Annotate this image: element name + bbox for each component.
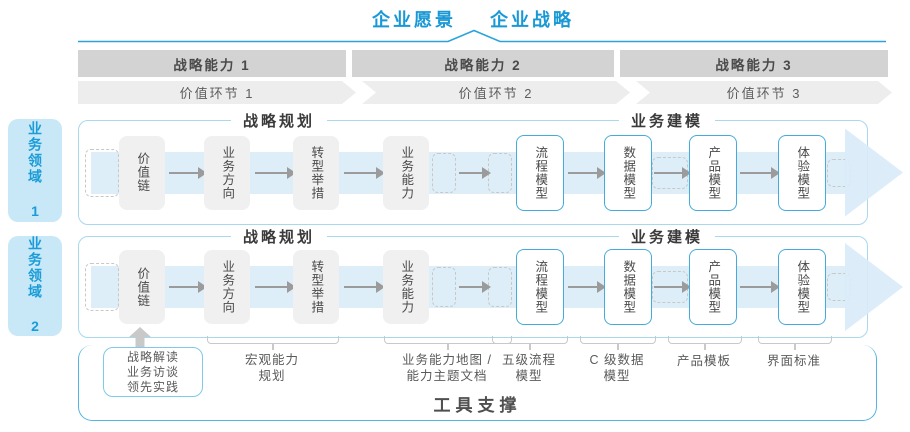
flow-arrow-icon — [568, 166, 606, 179]
placeholder-box — [432, 152, 456, 193]
flow-box-data-model: 数据模型 — [604, 249, 652, 325]
flow-box-process-model: 流程模型 — [516, 249, 564, 325]
brace-ui-standard — [758, 336, 832, 350]
flow-arrow-icon — [255, 166, 296, 179]
flow-arrow-icon — [654, 281, 691, 293]
domain-label-1: 业务领域 1 — [8, 119, 62, 222]
flow-arrow-icon — [344, 166, 385, 179]
flow-arrow-icon — [568, 281, 606, 293]
section-header-modeling: 业务建模 — [618, 110, 716, 131]
brace-process-model — [492, 336, 568, 350]
placeholder-box — [488, 267, 512, 307]
business-domain-row-2: 战略规划 业务建模 价值链 业务方向 转型举措 业务能力 流程模型 数据模型 产… — [78, 226, 903, 338]
flow-box-business-direction: 业务方向 — [204, 135, 250, 210]
practice-line: 领先实践 — [126, 379, 179, 394]
vision-peak-line — [78, 29, 886, 43]
practice-line: 战略解读 — [126, 349, 179, 364]
tool-support-title: 工具支撑 — [433, 396, 522, 415]
flow-arrow-icon — [169, 281, 207, 293]
flow-arrow-icon — [654, 166, 691, 179]
value-link-chevron-1: 价值环节 1 — [78, 81, 356, 104]
capability-bar-3: 战略能力 3 — [620, 50, 888, 77]
annotation-product-template: 产品模板 — [676, 354, 732, 368]
annotation-process-model: 五级流程 模型 — [501, 353, 557, 383]
flow-arrow-icon — [255, 281, 296, 293]
flow-arrow-icon — [169, 166, 207, 179]
section-header-planning: 战略规划 — [230, 226, 328, 247]
capability-bar-2: 战略能力 2 — [352, 50, 614, 77]
flow-box-product-model: 产品模型 — [689, 249, 737, 325]
flow-box-transformation: 转型举措 — [293, 135, 339, 210]
brace-product-template — [668, 336, 742, 350]
flow-arrow-icon — [740, 166, 780, 179]
placeholder-box — [432, 267, 456, 307]
flow-arrow-icon — [459, 281, 491, 293]
flow-arrow-icon — [459, 166, 491, 179]
flow-box-business-direction: 业务方向 — [204, 250, 250, 324]
flow-arrow-icon — [344, 281, 385, 293]
flow-arrowhead-icon — [845, 128, 903, 217]
flow-box-transformation: 转型举措 — [293, 250, 339, 324]
flow-box-product-model: 产品模型 — [689, 134, 737, 211]
brace-data-model — [580, 336, 656, 350]
business-domain-row-1: 战略规划 业务建模 价值链 业务方向 转型举措 业务能力 流程模型 数据模型 产… — [78, 110, 903, 225]
placeholder-box — [85, 263, 119, 311]
flow-box-value-chain: 价值链 — [119, 135, 165, 210]
capability-bar-1: 战略能力 1 — [78, 50, 346, 77]
flow-box-experience-model: 体验模型 — [778, 249, 826, 325]
flow-arrow-icon — [740, 281, 780, 293]
section-header-modeling: 业务建模 — [618, 226, 716, 247]
brace-capability-map — [384, 336, 512, 350]
title-strategy: 企业战略 — [490, 10, 574, 30]
annotation-macro-capability: 宏观能力 规划 — [244, 353, 300, 383]
domain-label-2: 业务领域 2 — [8, 236, 62, 336]
annotation-data-model: C 级数据 模型 — [589, 353, 645, 383]
flow-box-value-chain: 价值链 — [119, 250, 165, 324]
flow-box-process-model: 流程模型 — [516, 134, 564, 211]
practice-line: 业务访谈 — [126, 364, 179, 379]
annotation-ui-standard: 界面标准 — [766, 354, 822, 368]
practice-box: 战略解读 业务访谈 领先实践 — [103, 347, 203, 397]
value-link-chevron-3: 价值环节 3 — [636, 81, 892, 104]
placeholder-box — [85, 148, 119, 197]
brace-macro-capability — [207, 336, 339, 350]
flow-arrowhead-icon — [845, 243, 903, 331]
annotation-capability-map: 业务能力地图 / 能力主题文档 — [402, 353, 492, 383]
title-vision: 企业愿景 — [372, 10, 456, 30]
value-link-chevron-2: 价值环节 2 — [362, 81, 630, 104]
tool-support-container: 工具支撑 — [78, 345, 877, 421]
placeholder-box — [488, 152, 512, 193]
flow-box-data-model: 数据模型 — [604, 134, 652, 211]
flow-box-business-capability: 业务能力 — [383, 135, 429, 210]
up-arrow-icon — [129, 327, 151, 347]
section-header-planning: 战略规划 — [230, 110, 328, 131]
flow-box-business-capability: 业务能力 — [383, 250, 429, 324]
page-title: 企业愿景 企业战略 — [372, 6, 574, 32]
flow-box-experience-model: 体验模型 — [778, 134, 826, 211]
